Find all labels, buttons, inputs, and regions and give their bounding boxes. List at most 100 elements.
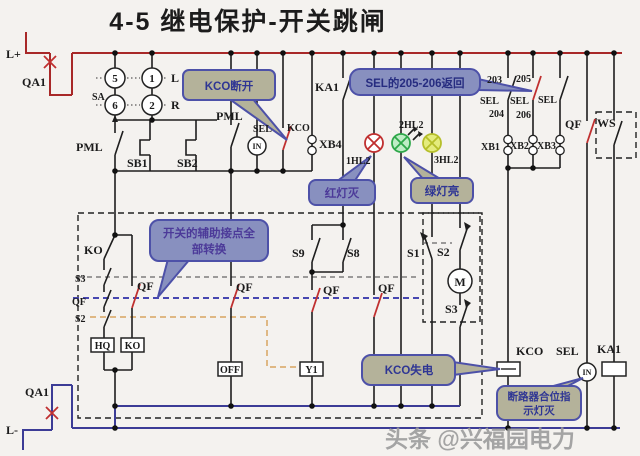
sel-top-label: SEL xyxy=(253,124,272,135)
qa1-fuse-mark-top xyxy=(43,55,57,69)
s3-left-label: S3 xyxy=(75,274,86,285)
xb1-terminal xyxy=(503,145,513,156)
callout-tail xyxy=(157,258,193,298)
hl1-label: 1HL2 xyxy=(346,156,370,167)
ko-box-label: KO xyxy=(125,341,141,352)
callout-sel-return-text: SEL的205-206返回 xyxy=(365,76,464,90)
callout-breaker-line1: 断路器合位指 xyxy=(508,390,571,403)
l-minus-label: L- xyxy=(6,423,18,437)
callout-kco-loss xyxy=(361,354,456,386)
s3-blade-arrow xyxy=(464,299,471,308)
ws-device-box xyxy=(595,111,637,159)
qf-b4-label: QF xyxy=(378,281,395,295)
operating-mechanism-box xyxy=(422,212,481,323)
s3-m-label: S3 xyxy=(445,302,458,316)
lamp-1hl2-red xyxy=(364,133,384,153)
sa-2: 2 xyxy=(149,100,155,112)
sa-contact-1 xyxy=(141,67,163,89)
hl2-label: 2HL2 xyxy=(399,120,423,131)
callouts xyxy=(149,68,584,421)
sa-handle-arrow xyxy=(112,115,118,122)
linkage-rail-orange xyxy=(90,316,298,368)
ko-switch-label: KO xyxy=(84,243,103,257)
xb4-terminal xyxy=(307,134,317,145)
sa-contact-5 xyxy=(104,67,126,89)
callout-breaker-line2: 示灯灭 xyxy=(523,404,555,417)
text-labels: 4-5 继电保护-开关跳闸 L+ QA1 QA1 L- SA 5 1 6 2 L… xyxy=(6,7,621,452)
pml-top-label: PML xyxy=(216,109,243,123)
callout-green-on xyxy=(410,177,474,204)
switch-aux-contacts-box xyxy=(77,212,483,419)
ka1-bottom-label: KA1 xyxy=(597,342,621,356)
kco-bottom-label: KCO xyxy=(516,344,543,358)
pointer-arrowhead xyxy=(413,126,418,132)
off-box-label: OFF xyxy=(220,365,240,376)
callout-kco-open-text: KCO断开 xyxy=(205,79,254,93)
positive-bus xyxy=(25,32,622,96)
components xyxy=(90,67,627,382)
qf-b3-label: QF xyxy=(323,283,340,297)
qa1-bottom-label: QA1 xyxy=(25,385,49,399)
qf-b2-label: QF xyxy=(236,280,253,294)
s2-blade-arrow xyxy=(464,222,471,231)
sel-bottom-label: SEL xyxy=(556,344,579,358)
qf-right-label: QF xyxy=(565,117,582,131)
sel-indicator-bottom xyxy=(577,362,597,382)
callout-tail xyxy=(452,360,501,377)
xb4-terminal xyxy=(307,145,317,156)
hq-coil-box xyxy=(90,337,115,353)
sa-label: SA xyxy=(92,92,106,103)
linkage-rail-gray xyxy=(78,242,452,278)
s8-label: S8 xyxy=(347,246,360,260)
n204-label: 204 xyxy=(489,109,504,120)
sa-1: 1 xyxy=(149,73,155,85)
y1-box-label: Y1 xyxy=(305,365,317,376)
qf-b1-label: QF xyxy=(137,279,154,293)
ko-coil-box xyxy=(120,337,145,353)
motor-label: M xyxy=(454,275,465,289)
n205-label: 205 xyxy=(516,74,531,85)
sa-contact-2 xyxy=(141,94,163,116)
watermark: 头条 @兴福园电力 xyxy=(385,426,575,452)
hl3-label: 3HL2 xyxy=(434,155,458,166)
callout-aux-contacts xyxy=(149,219,269,262)
qf-left-label: QF xyxy=(72,297,86,308)
sel-b-label: SEL xyxy=(510,96,529,107)
xb2-terminal xyxy=(528,145,538,156)
page-title: 4-5 继电保护-开关跳闸 xyxy=(109,7,386,36)
callout-red-off xyxy=(308,179,376,206)
xb2-label: XB2 xyxy=(510,141,529,152)
in-top-text: IN xyxy=(253,142,262,151)
s2-m-label: S2 xyxy=(437,245,450,259)
motor-circle xyxy=(447,268,473,294)
switched-red-blades xyxy=(131,75,596,318)
sa-5: 5 xyxy=(112,73,118,85)
callout-red-off-text: 红灯灭 xyxy=(325,186,360,200)
ka1-coil-box xyxy=(601,361,627,377)
pointer-arrowhead xyxy=(418,131,423,137)
lamp-3hl2-yellow xyxy=(422,133,442,153)
ws-label: WS xyxy=(597,116,616,130)
dashed-enclosures xyxy=(73,111,637,419)
n203-label: 203 xyxy=(487,75,502,86)
callout-sel-return xyxy=(349,68,481,96)
l-plus-label: L+ xyxy=(6,47,21,61)
lamp-2hl2-green xyxy=(391,133,411,153)
sel-a-label: SEL xyxy=(480,96,499,107)
callout-aux-line1: 开关的辅助接点全 xyxy=(163,226,255,240)
qa1-fuse-mark-bottom xyxy=(45,406,59,420)
sb2-label: SB2 xyxy=(177,156,198,170)
kco-device-box xyxy=(496,361,521,377)
callout-kco-open xyxy=(182,69,276,101)
sa-l-label: L xyxy=(171,71,179,85)
hq-box-label: HQ xyxy=(95,341,111,352)
callout-breaker-indicator xyxy=(496,385,582,421)
y1-coil-box xyxy=(299,361,324,377)
off-coil-box xyxy=(217,361,243,377)
callout-aux-line2: 部转换 xyxy=(192,242,227,256)
callout-green-on-text: 绿灯亮 xyxy=(425,184,460,198)
xb2-terminal xyxy=(528,134,538,145)
junction-dots xyxy=(112,50,617,431)
